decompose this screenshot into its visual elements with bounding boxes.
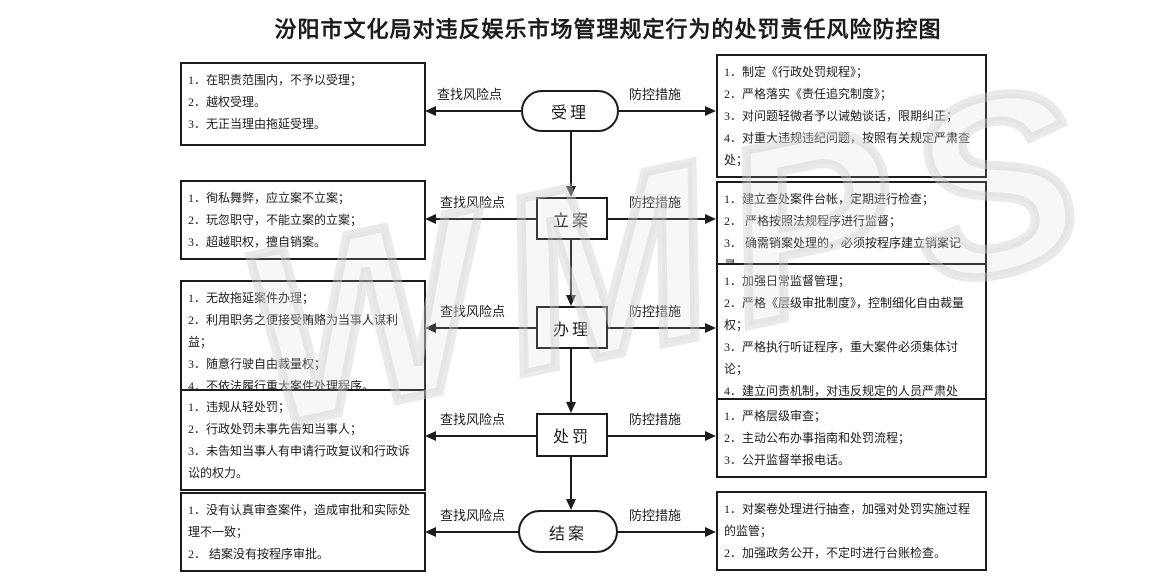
stage-node-file-case: 立案 — [536, 197, 608, 240]
risk-item: 1．徇私舞弊，应立案不立案； — [188, 191, 351, 205]
risk-connector-line — [436, 218, 536, 220]
measure-arrow-label: 防控措施 — [629, 412, 682, 427]
risk-connector-line — [436, 435, 536, 437]
risk-item: 1．在职责范围内，不予以受理； — [188, 73, 363, 87]
measure-item: 2．加强政务公开，不定时进行台账检查。 — [724, 546, 947, 560]
arrowhead-down-icon — [566, 295, 576, 306]
measure-item: 1．加强日常监督管理； — [724, 274, 851, 288]
risk-box-3: 1．无故拖延案件办理； 2．利用职务之便接受贿赂为当事人谋利益； 3．随意行驶自… — [180, 280, 426, 404]
risk-box-4: 1．违规从轻处罚； 2．行政处罚未事先告知当事人； 3．未告知当事人有申请行政复… — [180, 389, 426, 491]
arrowhead-right-icon — [705, 323, 716, 333]
stage-node-close-case: 结案 — [518, 510, 618, 553]
risk-connector-line — [436, 110, 521, 112]
risk-item: 1．没有认真审查案件，造成审批和实际处理不一致； — [188, 503, 411, 539]
arrowhead-right-icon — [705, 527, 716, 537]
risk-connector-line — [436, 327, 536, 329]
flow-connector-line — [570, 132, 572, 186]
risk-connector-line — [436, 531, 518, 533]
risk-item: 3．超越职权，擅自销案。 — [188, 235, 327, 249]
flow-connector-line — [570, 457, 572, 499]
measure-arrow-label: 防控措施 — [629, 87, 682, 102]
stage-node-accept: 受理 — [521, 90, 619, 132]
measure-item: 4．对重大违规违纪问题，按照有关规定严肃查处； — [724, 131, 971, 167]
arrowhead-down-icon — [566, 499, 576, 510]
measure-item: 2． 严格按照法规程序进行监督； — [724, 214, 902, 228]
flow-connector-line — [570, 349, 572, 402]
measure-connector-line — [608, 435, 705, 437]
risk-item: 2．玩忽职守，不能立案的立案； — [188, 213, 363, 227]
arrowhead-right-icon — [705, 431, 716, 441]
measure-box-1: 1．制定《行政处罚规程》； 2．严格落实《责任追究制度》； 3．对问题轻微者予以… — [716, 54, 987, 178]
arrowhead-down-icon — [566, 186, 576, 197]
measure-connector-line — [608, 218, 705, 220]
risk-item: 2． 结案没有按程序审批。 — [188, 547, 330, 561]
measure-arrow-label: 防控措施 — [629, 195, 682, 210]
risk-arrow-label: 查找风险点 — [440, 508, 506, 523]
stage-node-handle: 办理 — [536, 306, 608, 349]
stage-node-punish: 处罚 — [536, 413, 608, 457]
arrowhead-left-icon — [425, 431, 436, 441]
measure-item: 3．公开监督举报电话。 — [724, 453, 851, 467]
risk-item: 2．越权受理。 — [188, 95, 267, 109]
arrowhead-left-icon — [425, 527, 436, 537]
arrowhead-left-icon — [425, 106, 436, 116]
measure-arrow-label: 防控措施 — [629, 304, 682, 319]
risk-box-1: 1．在职责范围内，不予以受理； 2．越权受理。 3．无正当理由拖延受理。 — [180, 62, 426, 146]
risk-item: 1．违规从轻处罚； — [188, 400, 291, 414]
risk-item: 2．行政处罚未事先告知当事人； — [188, 422, 363, 436]
risk-arrow-label: 查找风险点 — [440, 412, 506, 427]
risk-arrow-label: 查找风险点 — [437, 87, 503, 102]
measure-item: 3．对问题轻微者予以诫勉谈话，限期纠正； — [724, 109, 959, 123]
measure-item: 1．制定《行政处罚规程》； — [724, 65, 869, 79]
risk-box-5: 1．没有认真审查案件，造成审批和实际处理不一致； 2． 结案没有按程序审批。 — [180, 492, 426, 572]
measure-connector-line — [619, 110, 705, 112]
measure-box-4: 1．严格层级审查； 2．主动公布办事指南和处罚流程； 3．公开监督举报电话。 — [716, 398, 987, 478]
measure-item: 1．建立查处案件台帐，定期进行检查； — [724, 192, 935, 206]
arrowhead-down-icon — [566, 402, 576, 413]
measure-connector-line — [608, 327, 705, 329]
risk-arrow-label: 查找风险点 — [440, 195, 506, 210]
arrowhead-right-icon — [705, 106, 716, 116]
measure-item: 2．严格《层级审批制度》，控制细化自由裁量权； — [724, 296, 965, 332]
arrowhead-left-icon — [425, 323, 436, 333]
measure-item: 1．对案卷处理进行抽查，加强对处罚实施过程的监管； — [724, 502, 971, 538]
risk-arrow-label: 查找风险点 — [440, 304, 506, 319]
measure-connector-line — [618, 531, 705, 533]
risk-item: 3．随意行驶自由裁量权； — [188, 357, 327, 371]
arrowhead-right-icon — [705, 214, 716, 224]
risk-item: 2．利用职务之便接受贿赂为当事人谋利益； — [188, 313, 399, 349]
risk-item: 3．无正当理由拖延受理。 — [188, 117, 327, 131]
measure-item: 3．严格执行听证程序，重大案件必须集体讨论； — [724, 340, 959, 376]
measure-box-5: 1．对案卷处理进行抽查，加强对处罚实施过程的监管； 2．加强政务公开，不定时进行… — [716, 491, 987, 571]
flow-connector-line — [570, 240, 572, 295]
diagram-title: 汾阳市文化局对违反娱乐市场管理规定行为的处罚责任风险防控图 — [274, 17, 942, 42]
arrowhead-left-icon — [425, 214, 436, 224]
measure-item: 1．严格层级审查； — [724, 409, 827, 423]
measure-item: 2．主动公布办事指南和处罚流程； — [724, 431, 911, 445]
measure-arrow-label: 防控措施 — [629, 508, 682, 523]
risk-box-2: 1．徇私舞弊，应立案不立案； 2．玩忽职守，不能立案的立案； 3．超越职权，擅自… — [180, 180, 426, 260]
risk-item: 3．未告知当事人有申请行政复议和行政诉讼的权力。 — [188, 444, 411, 480]
risk-item: 1．无故拖延案件办理； — [188, 291, 315, 305]
measure-item: 2．严格落实《责任追究制度》； — [724, 87, 893, 101]
